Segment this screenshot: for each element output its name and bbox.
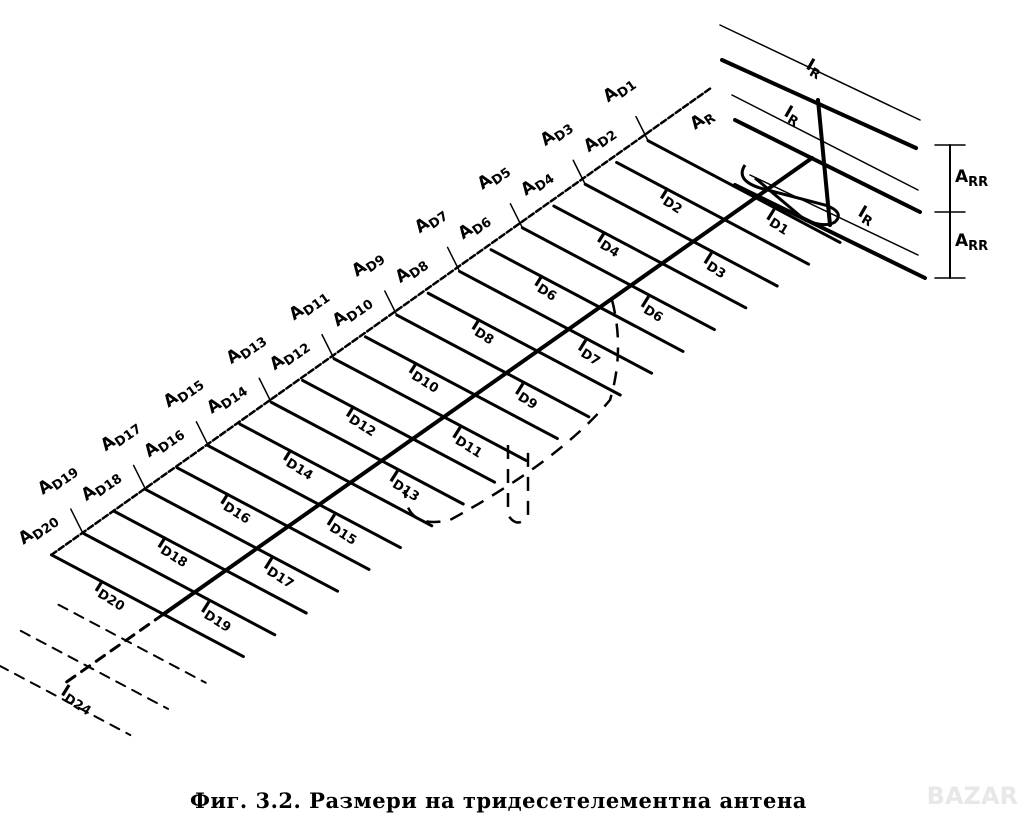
director-element-16 (175, 466, 371, 571)
spacing-leader-17 (132, 464, 147, 491)
director-element-19 (81, 531, 277, 637)
cable-connector (506, 445, 530, 524)
spacing-label-10: AD10 (329, 290, 377, 333)
folded-dipole (740, 164, 840, 227)
spacing-label-15: AD15 (160, 371, 208, 414)
spacing-label-4: AD4 (517, 165, 557, 203)
spacing-dimension-line (50, 87, 712, 557)
director-element-2 (615, 160, 811, 266)
reflector-element-bottom (733, 183, 927, 280)
reflector-spacing-label: AR (686, 104, 718, 136)
director-length-label-14: ID14 (278, 446, 320, 484)
reflector-element-middle (733, 118, 922, 214)
spacing-label-10-index: D10 (344, 297, 376, 326)
director-element-15 (206, 444, 402, 550)
extra-director-1 (57, 603, 207, 684)
spacing-label-2: AD2 (580, 121, 620, 159)
spacing-leader-5 (509, 203, 524, 229)
spacing-label-18: AD18 (78, 465, 126, 508)
spacing-leader-7 (446, 246, 461, 273)
director-element-6 (489, 248, 685, 353)
spacing-label-20: AD20 (15, 508, 63, 551)
spacing-label-5: AD5 (474, 159, 514, 197)
spacing-leader-9 (384, 290, 398, 316)
director-element-18 (112, 509, 308, 615)
spacing-label-8: AD8 (392, 252, 432, 290)
director-length-label-2: ID2 (654, 184, 688, 217)
extra-director-2 (19, 629, 170, 710)
spacing-label-11: AD11 (285, 284, 333, 327)
spacing-label-6: AD6 (454, 208, 494, 246)
director-element-10 (363, 335, 559, 441)
spacing-label-16-index: D16 (156, 428, 188, 457)
reflector-spacing-label-1-symbol: A (955, 167, 969, 187)
watermark-logo: BAZAR (926, 782, 1018, 810)
spacing-leader-1 (635, 115, 649, 142)
spacing-label-7: AD7 (411, 202, 451, 240)
spacing-label-12: AD12 (266, 334, 314, 377)
spacing-leader-13 (258, 377, 272, 403)
director-length-label-13-index: D13 (389, 477, 421, 505)
spacing-label-19: AD19 (34, 459, 82, 502)
spacing-label-20-index: D20 (30, 515, 62, 544)
director-element-8 (426, 291, 622, 397)
director-length-label-20: ID20 (89, 576, 131, 614)
reflector-length-label-top: IR (801, 55, 827, 83)
director-length-label-6: ID6 (529, 271, 563, 304)
spacing-label-17: AD17 (97, 415, 145, 458)
spacing-label-1: AD1 (599, 71, 639, 109)
figure-caption: Фиг. 3.2. Размери на тридесетелементна а… (190, 788, 807, 813)
director-length-label-24: ID24 (56, 681, 98, 719)
reflector-mast (816, 98, 832, 227)
reflector-length-dimension-top (719, 24, 921, 121)
spacing-label-14: AD14 (203, 378, 251, 421)
director-length-label-12: ID12 (340, 402, 382, 440)
director-element-7 (458, 269, 654, 375)
director-length-label-24-index: D24 (61, 691, 93, 719)
director-element-20 (49, 553, 245, 659)
director-element-14 (238, 422, 434, 528)
reflector-length-dimension-middle (731, 94, 919, 191)
director-length-label-17-index: D17 (264, 564, 296, 592)
spacing-leader-3 (572, 159, 586, 185)
director-length-label-19-index: D19 (201, 608, 233, 636)
director-length-label-10: ID10 (403, 358, 445, 396)
spacing-label-12-index: D12 (281, 341, 313, 370)
spacing-label-18-index: D18 (93, 471, 125, 500)
director-element-5 (520, 226, 716, 332)
reflector-length-label-middle: IR (779, 102, 805, 130)
director-element-17 (144, 487, 340, 593)
spacing-leader-19 (70, 508, 84, 534)
boom-extension (61, 612, 165, 686)
reflector-spacing-label-1: ARR (955, 167, 988, 190)
director-length-label-16: ID16 (215, 489, 257, 527)
director-length-label-18: ID18 (152, 533, 194, 571)
spacing-leader-15 (195, 421, 210, 447)
boom (161, 156, 814, 617)
spacing-leader-11 (321, 333, 335, 360)
reflector-spacing-label-1-index: RR (968, 175, 988, 190)
spacing-label-14-index: D14 (219, 384, 251, 413)
director-element-11 (332, 357, 528, 462)
director-element-3 (583, 182, 779, 288)
extra-director-3 (0, 664, 132, 737)
spacing-label-13: AD13 (223, 328, 271, 371)
director-element-13 (269, 400, 465, 506)
director-element-12 (301, 378, 497, 484)
spacing-label-16: AD16 (140, 421, 188, 464)
director-element-4 (552, 204, 748, 310)
director-length-label-11-index: D11 (452, 433, 484, 461)
feed-cable (403, 299, 620, 524)
spacing-label-3: AD3 (537, 115, 577, 153)
reflector-spacing-label-2-index: RR (968, 239, 988, 254)
spacing-label-9: AD9 (348, 246, 388, 284)
reflector-spacing-label-2: ARR (955, 231, 988, 254)
director-element-9 (395, 313, 591, 419)
director-length-label-4: ID4 (592, 228, 626, 261)
director-length-label-8: ID8 (466, 315, 500, 348)
reflector-length-dimension-bottom (749, 174, 919, 256)
director-length-label-15-index: D15 (327, 521, 359, 549)
reflector-spacing-label-2-symbol: A (955, 231, 969, 251)
